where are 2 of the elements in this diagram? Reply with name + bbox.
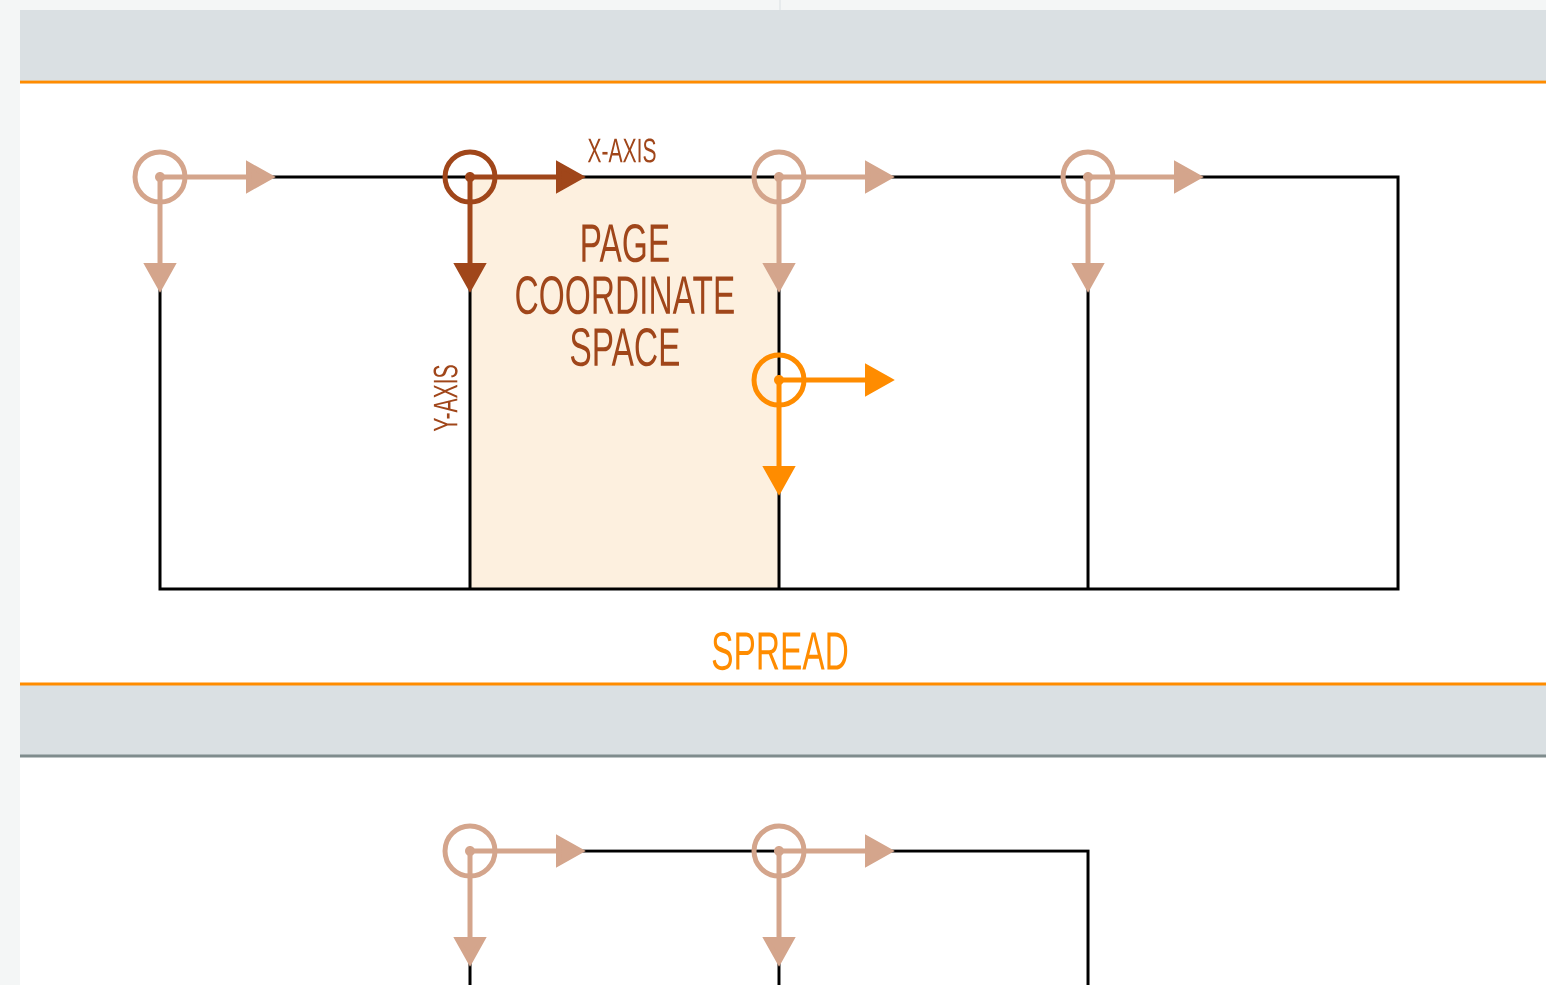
spread-label: SPREAD	[712, 631, 848, 671]
page-area: PAGE COORDINATE SPACE	[470, 177, 780, 590]
